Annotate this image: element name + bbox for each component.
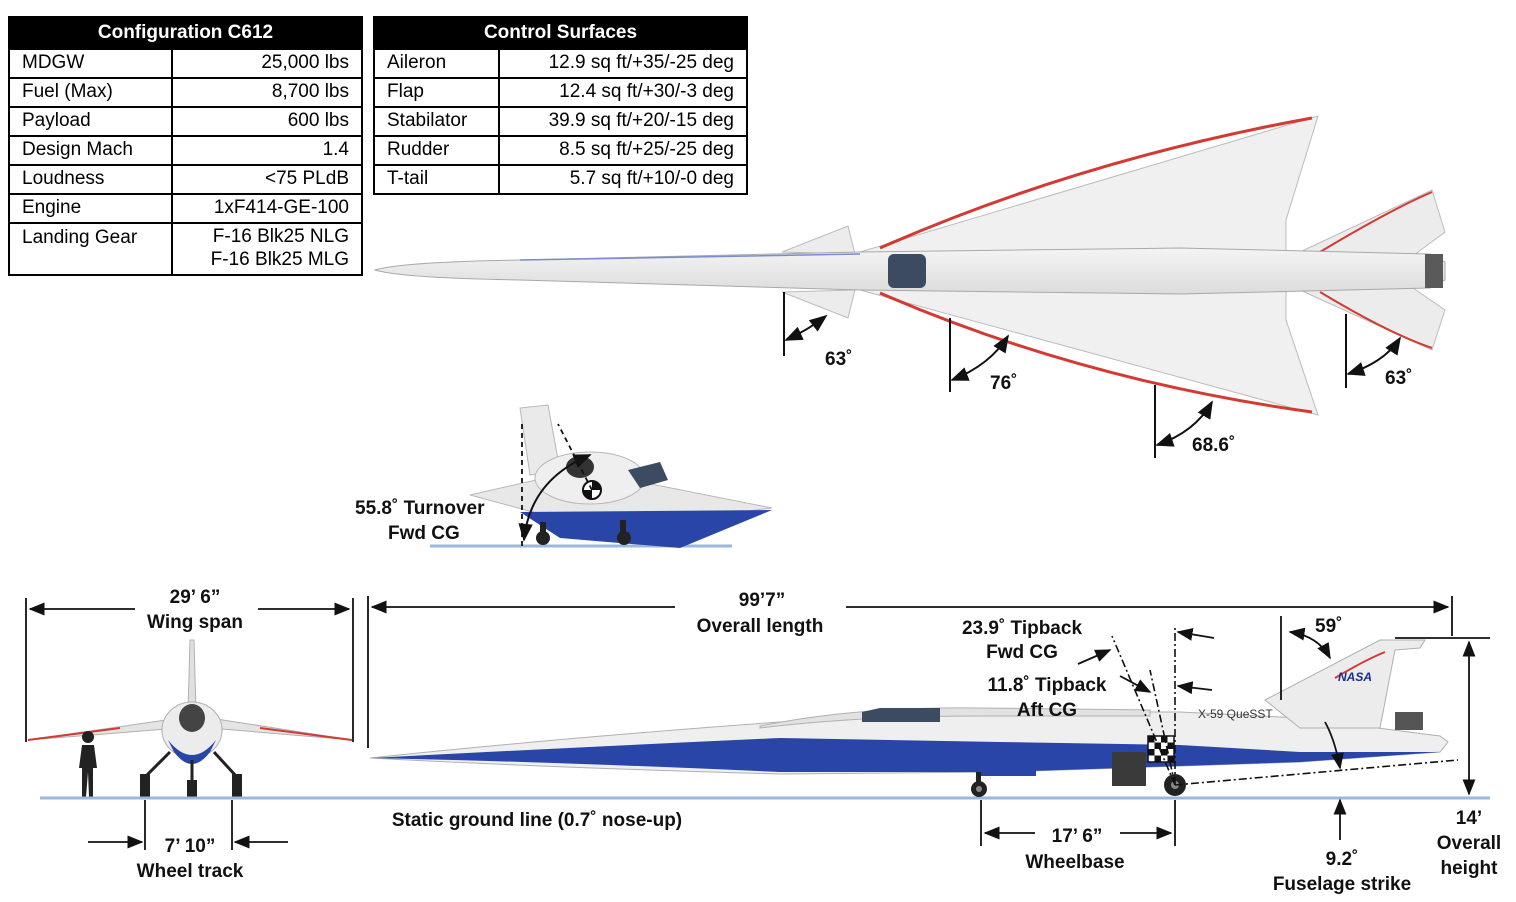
row-label: Payload (7, 106, 174, 137)
wheelbase-label: Wheelbase (1025, 852, 1124, 873)
row-label: Fuel (Max) (7, 77, 174, 108)
row-value: 12.9 sq ft/+35/-25 deg (497, 48, 749, 79)
control-surfaces-table-title: Control Surfaces (373, 16, 748, 50)
row-value: 12.4 sq ft/+30/-3 deg (497, 77, 749, 108)
row-value: 8,700 lbs (171, 77, 363, 108)
row-label: Stabilator (373, 106, 500, 137)
row-value: <75 PLdB (171, 164, 363, 195)
sweep-tail-label: 63˚ (1385, 368, 1412, 389)
turnover-view: 55.8˚ Turnover Fwd CG (355, 404, 773, 548)
fuselage-strike-value: 9.2˚ (1326, 849, 1359, 870)
fuselage-strike-label: Fuselage strike (1273, 874, 1411, 895)
overall-height-label-1: Overall (1437, 833, 1501, 854)
row-label: Engine (7, 193, 174, 224)
overall-length-label: Overall length (697, 616, 824, 637)
fuselage-name-text: X-59 QueSST (1198, 707, 1273, 721)
overall-length-value: 99’7” (739, 590, 785, 611)
overall-height-value: 14’ (1456, 808, 1482, 829)
person-silhouette (79, 731, 97, 797)
sweep-wing-outer-label: 68.6˚ (1192, 435, 1235, 456)
tipback-fwd-label-2: Fwd CG (986, 642, 1058, 663)
table-row: Fuel (Max)8,700 lbs (7, 77, 363, 108)
row-label: Landing Gear (7, 222, 174, 276)
row-value-multi: F-16 Blk25 NLG F-16 Blk25 MLG (171, 222, 363, 276)
row-label: Aileron (373, 48, 500, 79)
row-value: 1.4 (171, 135, 363, 166)
row-label: T-tail (373, 164, 500, 195)
row-value: 39.9 sq ft/+20/-15 deg (497, 106, 749, 137)
row-label: Design Mach (7, 135, 174, 166)
row-value: 8.5 sq ft/+25/-25 deg (497, 135, 749, 166)
row-value: F-16 Blk25 NLG (212, 226, 349, 247)
tipback-aft-label-1: 11.8˚ Tipback (988, 675, 1107, 696)
wheelbase-value: 17’ 6” (1052, 826, 1103, 847)
sweep-wing-inner-label: 76˚ (990, 373, 1017, 394)
row-label: MDGW (7, 48, 174, 79)
wheel-track-label: Wheel track (137, 861, 244, 882)
row-label: Loudness (7, 164, 174, 195)
ground-line-label: Static ground line (0.7˚ nose-up) (392, 810, 682, 831)
row-value: F-16 Blk25 MLG (210, 248, 349, 270)
tipback-aft-label-2: Aft CG (1017, 700, 1077, 721)
front-view: 29’ 6” Wing span 7’ 10” Wheel tr (25, 587, 354, 882)
turnover-label-line2: Fwd CG (388, 523, 460, 544)
side-view: 99’7” Overall length NASA X-59 QueSST (367, 590, 1501, 895)
row-value: 600 lbs (171, 106, 363, 137)
row-value: 25,000 lbs (171, 48, 363, 79)
row-value: 5.7 sq ft/+10/-0 deg (497, 164, 749, 195)
wing-span-label: Wing span (147, 612, 243, 633)
overall-height-label-2: height (1441, 858, 1499, 879)
table-row: Loudness<75 PLdB (7, 164, 363, 195)
wing-span-value: 29’ 6” (170, 587, 221, 608)
row-label: Rudder (373, 135, 500, 166)
tail-angle-label: 59˚ (1315, 616, 1342, 637)
row-value: 1xF414-GE-100 (171, 193, 363, 224)
wheel-track-value: 7’ 10” (165, 836, 216, 857)
turnover-label-line1: 55.8˚ Turnover (355, 498, 485, 519)
configuration-table-title: Configuration C612 (8, 16, 363, 50)
sweep-canard-label: 63˚ (825, 349, 852, 370)
table-row: Landing Gear F-16 Blk25 NLG F-16 Blk25 M… (7, 222, 363, 276)
top-view: 63˚ 76˚ 68.6˚ 63˚ (373, 115, 1446, 458)
tail-nasa-text: NASA (1338, 670, 1372, 684)
tipback-fwd-label-1: 23.9˚ Tipback (962, 618, 1082, 639)
row-label: Flap (373, 77, 500, 108)
